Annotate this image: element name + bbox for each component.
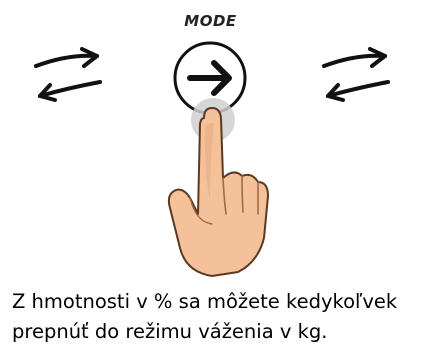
mode-illustration: MODE bbox=[34, 12, 390, 277]
caption-line-2: prepnúť do režimu váženia v kg. bbox=[12, 320, 328, 343]
caption: Z hmotnosti v % sa môžete kedykoľvek pre… bbox=[12, 287, 416, 347]
pointing-finger-icon bbox=[167, 107, 269, 277]
swap-arrows-icon-left bbox=[34, 47, 102, 102]
mode-label: MODE bbox=[184, 12, 237, 30]
arrow-right-icon bbox=[187, 60, 232, 96]
swap-arrows-icon-right bbox=[322, 47, 390, 102]
mode-button[interactable] bbox=[173, 41, 247, 115]
caption-line-1: Z hmotnosti v % sa môžete kedykoľvek bbox=[12, 290, 398, 313]
illustration-svg bbox=[34, 41, 390, 277]
